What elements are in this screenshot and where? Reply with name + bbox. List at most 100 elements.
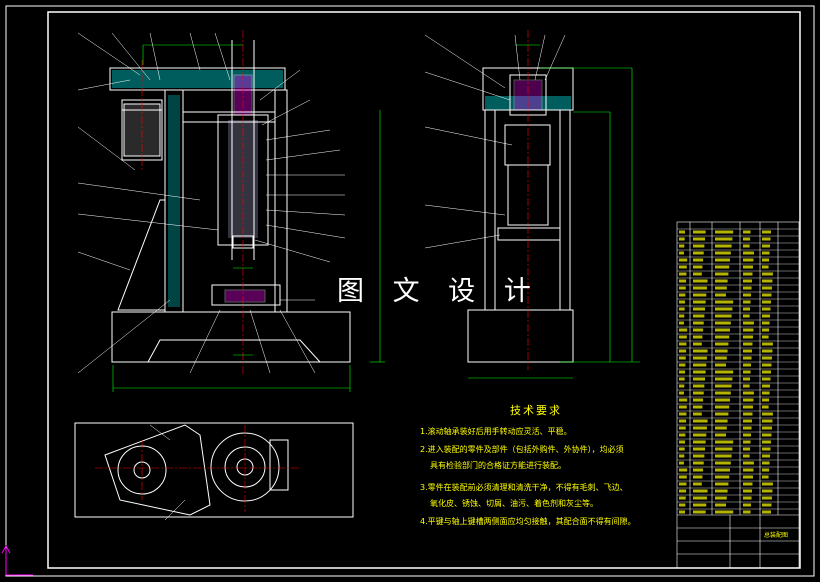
parts-cell-mark <box>762 293 772 297</box>
parts-cell-mark <box>679 230 686 234</box>
parts-cell-mark <box>679 482 687 486</box>
parts-cell-mark <box>693 419 708 423</box>
parts-cell-mark <box>693 293 707 297</box>
parts-cell-mark <box>743 272 753 276</box>
parts-cell-mark <box>715 503 726 507</box>
side-view <box>467 67 574 363</box>
parts-cell-mark <box>693 454 705 458</box>
parts-cell-mark <box>715 377 733 381</box>
parts-cell-mark <box>693 349 708 353</box>
parts-cell-mark <box>743 293 752 297</box>
parts-cell-mark <box>743 265 753 269</box>
parts-cell-mark <box>693 405 703 409</box>
parts-cell-mark <box>762 258 770 262</box>
parts-cell-mark <box>715 391 731 395</box>
parts-cell-mark <box>743 349 752 353</box>
parts-cell-mark <box>679 328 688 332</box>
parts-cell-mark <box>743 510 751 514</box>
parts-cell-mark <box>715 447 733 451</box>
parts-cell-mark <box>693 468 704 472</box>
parts-cell-mark <box>679 510 686 514</box>
parts-cell-mark <box>762 468 770 472</box>
parts-cell-mark <box>715 272 729 276</box>
watermark-text: 图 文 设 计 <box>337 276 541 307</box>
parts-cell-mark <box>762 251 770 255</box>
parts-cell-mark <box>715 230 734 234</box>
parts-cell-mark <box>743 279 752 283</box>
parts-cell-mark <box>743 475 753 479</box>
parts-cell-mark <box>693 279 708 283</box>
parts-cell-mark <box>679 412 687 416</box>
parts-cell-mark <box>693 510 706 514</box>
front-leaders <box>77 32 346 374</box>
parts-cell-mark <box>715 426 727 430</box>
parts-cell-mark <box>693 321 704 325</box>
parts-cell-mark <box>679 237 685 241</box>
parts-cell-mark <box>743 286 752 290</box>
parts-cell-mark <box>715 258 730 262</box>
parts-cell-mark <box>743 377 751 381</box>
parts-cell-mark <box>743 398 754 402</box>
parts-cell-mark <box>762 510 771 514</box>
parts-cell-mark <box>679 433 686 437</box>
parts-cell-mark <box>693 258 704 262</box>
parts-cell-mark <box>743 482 753 486</box>
parts-cell-mark <box>762 321 770 325</box>
parts-cell-mark <box>715 496 727 500</box>
parts-cell-mark <box>743 447 751 451</box>
parts-cell-mark <box>693 391 704 395</box>
parts-cell-mark <box>693 286 707 290</box>
parts-cell-mark <box>715 482 729 486</box>
side-leaders <box>424 34 566 249</box>
parts-cell-mark <box>715 314 732 318</box>
parts-cell-mark <box>743 244 750 248</box>
parts-cell-mark <box>679 265 687 269</box>
outer-frame <box>5 5 815 577</box>
parts-cell-mark <box>715 307 733 311</box>
parts-cell-mark <box>743 258 754 262</box>
parts-cell-mark <box>693 426 707 430</box>
parts-cell-mark <box>762 482 773 486</box>
parts-cell-mark <box>693 433 707 437</box>
parts-cell-mark <box>715 244 732 248</box>
parts-cell-mark <box>743 503 752 507</box>
parts-cell-mark <box>762 335 769 339</box>
top-centerlines <box>95 425 300 512</box>
parts-cell-mark <box>679 363 686 367</box>
parts-cell-mark <box>762 286 772 290</box>
parts-cell-mark <box>693 447 705 451</box>
parts-cell-mark <box>762 314 771 318</box>
parts-cell-mark <box>715 237 733 241</box>
requirement-line: 3.零件在装配前必须清理和清洗干净，不得有毛刺、飞边、 <box>420 483 628 492</box>
parts-cell-mark <box>743 230 751 234</box>
side-dimensions <box>468 44 640 379</box>
parts-cell-mark <box>743 405 753 409</box>
parts-cell-mark <box>693 496 707 500</box>
requirement-line: 氧化皮、锈蚀、切屑、油污、着色剂和灰尘等。 <box>430 499 598 508</box>
parts-cell-mark <box>715 342 729 346</box>
parts-cell-mark <box>679 286 686 290</box>
parts-cell-mark <box>743 468 754 472</box>
parts-cell-mark <box>693 377 705 381</box>
parts-cell-mark <box>762 377 771 381</box>
parts-cell-mark <box>762 300 771 304</box>
parts-cell-mark <box>762 398 770 402</box>
parts-cell-mark <box>715 279 728 283</box>
parts-cell-mark <box>762 440 771 444</box>
parts-cell-mark <box>743 328 754 332</box>
parts-cell-mark <box>762 489 773 493</box>
parts-cell-mark <box>743 489 752 493</box>
parts-cell-mark <box>715 489 728 493</box>
parts-cell-mark <box>743 454 750 458</box>
parts-cell-mark <box>762 370 771 374</box>
parts-cell-mark <box>693 237 705 241</box>
parts-cell-mark <box>743 384 750 388</box>
parts-cell-mark <box>715 335 730 339</box>
parts-cell-mark <box>693 370 706 374</box>
parts-cell-mark <box>762 237 771 241</box>
title-block-name: 总装配图 <box>764 532 789 539</box>
parts-cell-mark <box>679 496 686 500</box>
parts-cell-mark <box>679 398 688 402</box>
parts-cell-mark <box>679 349 687 353</box>
